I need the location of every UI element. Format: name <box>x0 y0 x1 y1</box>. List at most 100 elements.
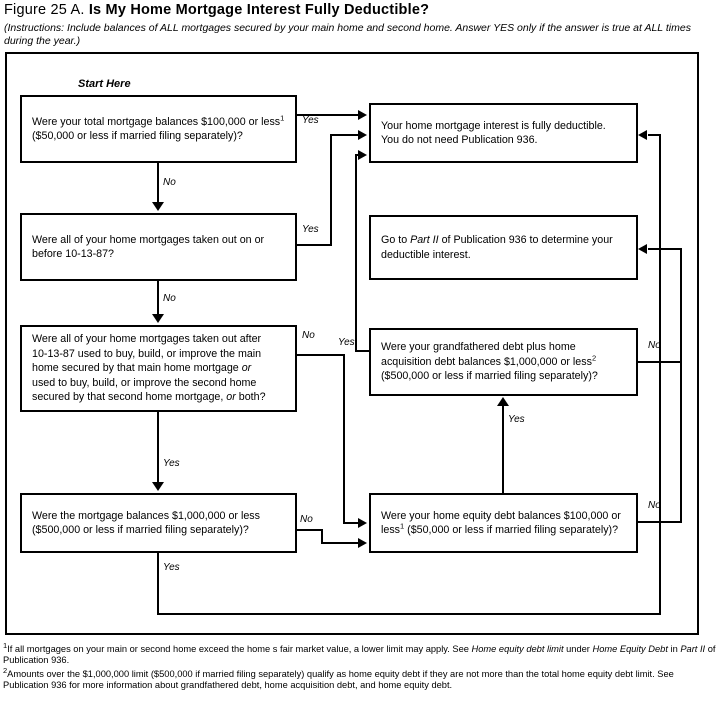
edge-q6-no-seg1 <box>638 521 682 523</box>
footnote-1-text-d: of Publication 936. <box>3 644 716 666</box>
q4-line3: ($500,000 or less if married filing sepa… <box>381 370 598 383</box>
edge-q6-yes-arrowhead <box>497 397 509 406</box>
footnote-1-italic-a: Home equity debt limit <box>471 644 564 654</box>
q3-line5: secured by that second home mortgage, <box>32 391 227 404</box>
edge-q4-yes-seg3 <box>355 154 360 156</box>
decision-box-q2[interactable]: Were all of your home mortgages taken ou… <box>20 213 297 281</box>
q3-line3-italic: or <box>241 362 252 375</box>
right-rail-deductible <box>659 134 661 615</box>
right-rail-deductible-entry <box>648 134 661 136</box>
figure-number: Figure 25 A. <box>4 2 85 18</box>
edge-q1-no-arrowhead <box>152 202 164 211</box>
q3-line2: 10-13-87 used to buy, build, or improve … <box>32 347 262 360</box>
page-title: Is My Home Mortgage Interest Fully Deduc… <box>88 2 430 18</box>
result-box-go-to-part-ii[interactable]: Go to Part II of Publication 936 to dete… <box>369 215 638 280</box>
edge-q4-yes-seg1 <box>355 350 371 352</box>
edge-q3-yes-line <box>157 412 159 484</box>
footnote-1-text-c: in <box>667 644 681 654</box>
decision-box-q1[interactable]: Were your total mortgage balances $100,0… <box>20 95 297 163</box>
edge-q4-yes-seg2 <box>355 154 357 352</box>
right-rail-deductible-arrowhead <box>638 130 647 140</box>
edge-label-q5-no: No <box>300 514 313 525</box>
edge-q4-no-seg1 <box>638 361 682 363</box>
q2-line1: Were all of your home mortgages taken ou… <box>32 233 265 246</box>
footnote-2: 2Amounts over the $1,000,000 limit ($500… <box>3 665 721 692</box>
edge-q4-no-arrowhead <box>638 244 647 254</box>
q4-line1: Were your grandfathered debt plus home <box>381 341 576 354</box>
q3-line1: Were all of your home mortgages taken ou… <box>32 333 262 346</box>
footnote-2-text: Amounts over the $1,000,000 limit ($500,… <box>3 668 674 690</box>
footnote-1-text-b: under <box>563 644 593 654</box>
edge-label-q6-no: No <box>648 500 661 511</box>
edge-label-q1-yes: Yes <box>302 115 319 126</box>
edge-q5-yes-seg2 <box>157 613 660 615</box>
q6-line1: Were your home equity debt balances $100… <box>381 509 621 522</box>
edge-q3-no-arrowhead <box>358 518 367 528</box>
edge-label-q2-no: No <box>163 293 176 304</box>
q6-line2-b: ($50,000 or less if married filing separ… <box>404 524 619 536</box>
q4-line2: acquisition debt balances $1,000,000 or … <box>381 355 592 368</box>
edge-q1-yes-line <box>297 114 360 116</box>
decision-box-q5[interactable]: Were the mortgage balances $1,000,000 or… <box>20 493 297 553</box>
instructions-text: (Instructions: Include balances of ALL m… <box>4 22 691 47</box>
edge-label-q3-no: No <box>302 330 315 341</box>
footnote-1-marker: 1 <box>3 640 8 650</box>
q6-footnote-marker: 1 <box>400 521 405 531</box>
edge-q4-no-seg3 <box>648 248 682 250</box>
q3-line5-italic: or <box>226 391 236 404</box>
edge-q5-no-seg2 <box>321 529 323 544</box>
q1-footnote-marker: 1 <box>280 112 285 122</box>
edge-q1-yes-arrowhead <box>358 110 367 120</box>
edge-q5-no-seg3 <box>321 542 360 544</box>
q1-line2: ($50,000 or less if married filing separ… <box>32 130 243 142</box>
edge-label-q6-yes: Yes <box>508 414 525 425</box>
r2-line1-italic: Part II <box>410 234 439 246</box>
result-box-fully-deductible[interactable]: Your home mortgage interest is fully ded… <box>369 103 638 163</box>
q5-line2: ($500,000 or less if married filing sepa… <box>32 524 249 536</box>
footnote-1: 1If all mortgages on your main or second… <box>3 640 721 667</box>
q4-footnote-marker: 2 <box>591 353 597 363</box>
edge-q5-no-arrowhead <box>358 538 367 548</box>
edge-q3-yes-arrowhead <box>152 482 164 491</box>
r2-line1-b: of Publication 936 to determine your <box>438 234 613 246</box>
q1-line1: Were your total mortgage balances $100,0… <box>32 115 281 128</box>
edge-label-q4-yes-upper: Yes <box>338 337 355 348</box>
decision-box-q6[interactable]: Were your home equity debt balances $100… <box>369 493 638 553</box>
edge-q3-no-seg3 <box>343 522 361 524</box>
edge-q4-yes-arrowhead <box>358 150 367 160</box>
footnote-2-marker: 2 <box>3 665 8 675</box>
edge-q3-no-seg2 <box>343 354 345 524</box>
edge-q2-yes-seg2 <box>330 134 332 245</box>
r1-line1: Your home mortgage interest is fully ded… <box>381 119 606 132</box>
q3-line5-end: both? <box>235 391 266 404</box>
edge-label-q4-no: No <box>648 340 661 351</box>
edge-q2-yes-seg3 <box>330 134 360 136</box>
edge-label-q5-yes: Yes <box>163 562 180 573</box>
edge-q1-no-line <box>157 163 159 204</box>
footnote-1-text-a: If all mortgages on your main or second … <box>7 644 472 654</box>
decision-box-q4[interactable]: Were your grandfathered debt plus home a… <box>369 328 638 396</box>
edge-q2-no-line <box>157 281 159 316</box>
r2-line1-a: Go to <box>381 234 411 246</box>
figure-title: Figure 25 A. Is My Home Mortgage Interes… <box>4 2 429 18</box>
q5-line1: Were the mortgage balances $1,000,000 or… <box>32 509 260 522</box>
r2-line2: deductible interest. <box>381 248 471 261</box>
edge-q5-no-seg1 <box>297 529 323 531</box>
edge-q2-no-arrowhead <box>152 314 164 323</box>
q3-line3: home secured by that main home mortgage <box>32 362 242 375</box>
edge-q6-yes-line <box>502 405 504 493</box>
edge-q5-yes-seg1 <box>157 553 159 615</box>
edge-label-q1-no: No <box>163 177 176 188</box>
q2-line2: before 10-13-87? <box>32 248 114 260</box>
edge-q2-yes-arrowhead <box>358 130 367 140</box>
footnote-1-italic-c: Part II <box>680 644 706 654</box>
edge-label-q2-yes: Yes <box>302 224 319 235</box>
footnote-1-italic-b: Home Equity Debt <box>592 644 668 654</box>
footnotes-block: 1If all mortgages on your main or second… <box>3 640 721 693</box>
q3-line4: used to buy, build, or improve the secon… <box>32 376 257 389</box>
edge-label-q3-yes: Yes <box>163 458 180 469</box>
edge-q4-no-seg2 <box>680 248 682 363</box>
edge-q6-no-seg2 <box>680 361 682 523</box>
decision-box-q3[interactable]: Were all of your home mortgages taken ou… <box>20 325 297 412</box>
